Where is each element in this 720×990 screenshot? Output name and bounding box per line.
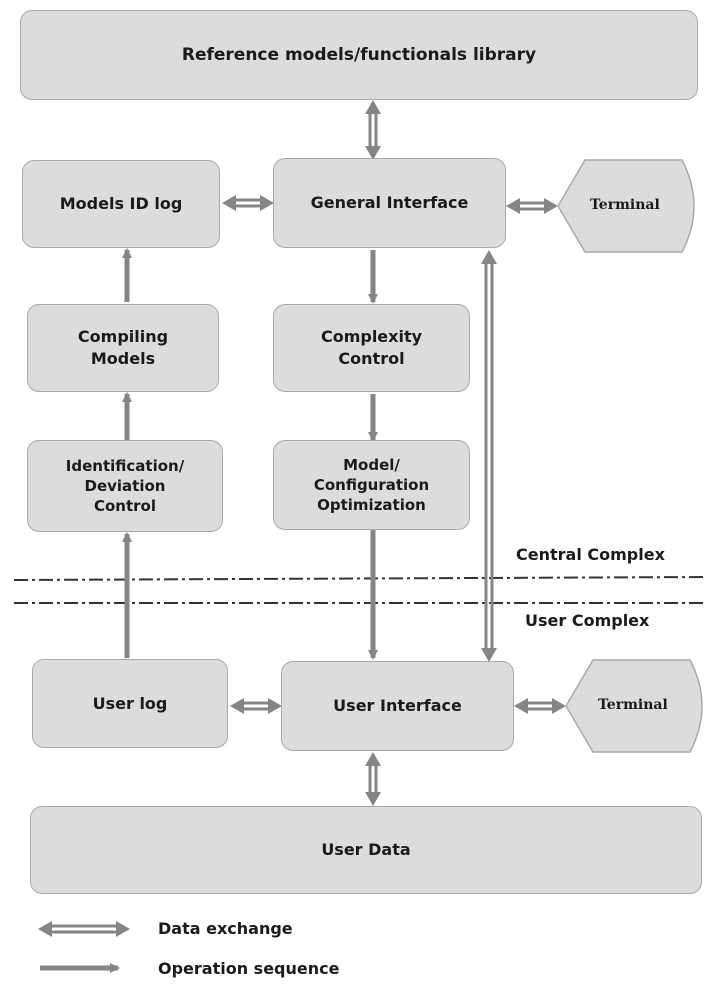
models-id-log-box: Models ID log	[22, 160, 220, 248]
terminal-top-label: Terminal	[590, 197, 660, 213]
terminal-top-shape	[557, 159, 695, 253]
data-exchange-modelsid-general	[222, 195, 274, 211]
terminal-bottom-label: Terminal	[598, 697, 668, 713]
data-exchange-userlog-userinterface	[230, 698, 282, 714]
terminal-bottom-shape	[565, 659, 703, 753]
central-boundary-line	[13, 576, 707, 581]
identification-box: Identification/ Deviation Control	[27, 440, 223, 532]
user-log-box: User log	[32, 659, 228, 748]
data-exchange-userinterface-userdata	[365, 752, 381, 806]
user-interface-box: User Interface	[281, 661, 514, 751]
data-exchange-general-userinterface	[481, 250, 497, 662]
optimization-box: Model/ Configuration Optimization	[273, 440, 470, 530]
data-exchange-general-terminal	[506, 198, 558, 214]
legend-data-exchange-icon	[38, 921, 130, 937]
legend-data-exchange-label: Data exchange	[158, 919, 293, 938]
user-complex-label: User Complex	[525, 611, 650, 630]
compiling-models-box: Compiling Models	[27, 304, 219, 392]
central-complex-label: Central Complex	[516, 545, 665, 564]
user-data-box: User Data	[30, 806, 702, 894]
data-exchange-library-general	[365, 100, 381, 160]
legend-operation-sequence-label: Operation sequence	[158, 959, 340, 978]
complexity-control-box: Complexity Control	[273, 304, 470, 392]
general-interface-box: General Interface	[273, 158, 506, 248]
data-exchange-userinterface-terminal	[514, 698, 566, 714]
reference-library-box: Reference models/functionals library	[20, 10, 698, 100]
